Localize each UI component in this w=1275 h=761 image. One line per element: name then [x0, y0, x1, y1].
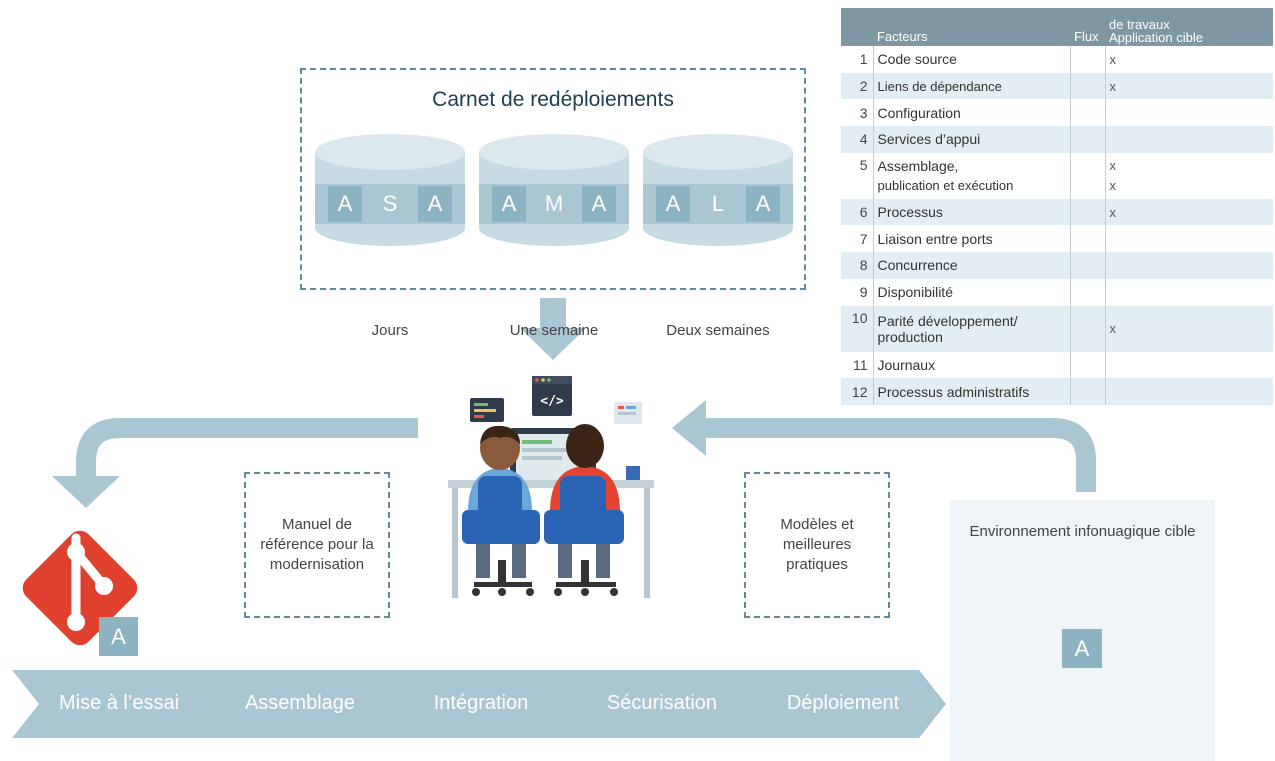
database-days: A S A Jours — [315, 134, 465, 339]
pipeline-stage-assembly — [193, 670, 403, 738]
table-header-row: Facteurs Flux de travaux Application cib… — [841, 8, 1273, 46]
left-curved-arrow — [52, 418, 418, 508]
database-label: Jours — [371, 322, 409, 339]
target-cloud-environment: Environnement infonuagique cible A — [950, 500, 1215, 761]
table-row: 10 Parité développement/ production x — [841, 305, 1273, 352]
tile-letter: A — [418, 186, 452, 222]
database-one-week: A M A Une semaine — [479, 134, 629, 339]
code-tag: </> — [540, 394, 564, 409]
tile-letter: A — [492, 186, 526, 222]
developer-right — [544, 424, 624, 596]
table-row: 11 Journaux — [841, 351, 1273, 379]
backlog-title: Carnet de redéploiements — [432, 88, 674, 111]
header-app: de travaux Application cible — [1105, 8, 1273, 46]
developer-left — [462, 425, 540, 596]
database-label: Deux semaines — [666, 322, 770, 339]
pipeline-label: Sécurisation — [606, 692, 718, 714]
tile-letter: A — [582, 186, 616, 222]
header-factors: Facteurs — [873, 8, 1070, 46]
header-num — [841, 8, 873, 46]
environment-label: Environnement infonuagique cible — [969, 523, 1196, 540]
header-flux: Flux — [1070, 8, 1105, 46]
modernization-manual-text: Manuel de référence pour la modernisatio… — [260, 516, 374, 573]
pipeline-label: Mise à l’essai — [58, 692, 180, 714]
code-window-icon: </> — [532, 376, 572, 416]
table-row: 7 Liaison entre ports — [841, 225, 1273, 253]
pipeline-stage-security — [555, 670, 765, 738]
pipeline-label: Assemblage — [244, 692, 356, 714]
table-row: 6 Processus x — [841, 198, 1273, 226]
pipeline-label: Déploiement — [786, 692, 900, 714]
modernization-manual-box: Manuel de référence pour la modernisatio… — [244, 472, 390, 618]
pipeline-label: Intégration — [433, 692, 529, 714]
table-row: 1 Code source x — [841, 46, 1273, 73]
chart-window-icon — [614, 402, 642, 424]
pipeline-stage-deployment — [736, 670, 946, 738]
models-best-practices-text: Modèles et meilleures pratiques — [780, 516, 854, 573]
environment-app-tile: A — [1062, 629, 1102, 668]
table-row: 3 Configuration — [841, 99, 1273, 127]
developers-illustration: </> — [448, 376, 654, 598]
return-curved-arrow — [672, 400, 1096, 492]
code-snippet-icon — [470, 398, 504, 422]
tile-letter: M — [544, 191, 564, 216]
down-arrow — [520, 298, 586, 360]
database-two-weeks: A L A Deux semaines — [643, 134, 793, 339]
table-row: 4 Services d’appui — [841, 126, 1273, 153]
pipeline-stage-integration — [374, 670, 584, 738]
table-row: 2 Liens de dépendance x — [841, 72, 1273, 100]
tile-letter: S — [382, 191, 398, 216]
desk — [448, 480, 654, 488]
table-row: 8 Concurrence — [841, 252, 1273, 279]
factors-table: Facteurs Flux de travaux Application cib… — [841, 8, 1273, 405]
database-label: Une semaine — [509, 322, 599, 339]
tile-letter: A — [656, 186, 690, 222]
pipeline-stage-testing — [12, 670, 222, 738]
mug — [626, 466, 640, 480]
models-best-practices-box: Modèles et meilleures pratiques — [744, 472, 890, 618]
table-row: 9 Disponibilité — [841, 278, 1273, 306]
tile-letter: A — [328, 186, 362, 222]
git-icon — [22, 530, 138, 646]
tile-letter: A — [746, 186, 780, 222]
redeployment-backlog-box: Carnet de redéploiements A S A Jours A M… — [300, 68, 806, 339]
tile-letter: L — [711, 191, 725, 216]
git-app-tile: A — [99, 617, 138, 656]
table-row: 12 Processus administratifs — [841, 378, 1273, 405]
table-row: 5 Assemblage, publication et exécution x… — [841, 152, 1273, 199]
